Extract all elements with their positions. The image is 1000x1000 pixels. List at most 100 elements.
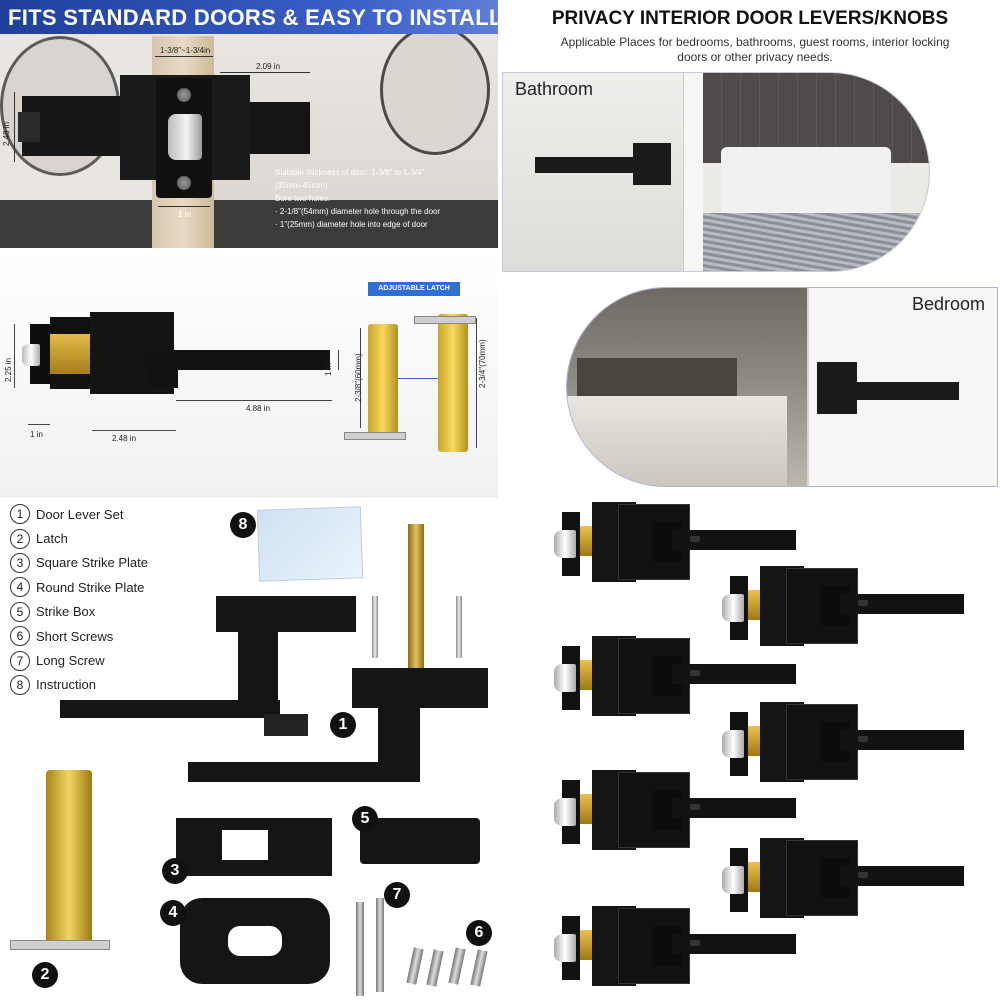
part-label: Strike Box xyxy=(36,604,96,620)
spec-line: (35mm-45mm) xyxy=(275,181,328,190)
backset-short-label: 2-3/8"(60mm) xyxy=(354,353,363,402)
spec-line: Suitable thickness of door: 1-3/8" to 1-… xyxy=(275,168,425,177)
lever-arm xyxy=(840,594,964,614)
lever-arm xyxy=(840,730,964,750)
part-label: Long Screw xyxy=(36,653,105,669)
short-screw xyxy=(470,949,488,987)
mounting-pin xyxy=(372,596,378,658)
rose-height-label: 2.48 in xyxy=(2,121,11,146)
dimension-line xyxy=(28,424,50,425)
multipack-panel xyxy=(540,498,1000,1000)
lever-length-label: 2.09 in xyxy=(256,62,281,71)
long-screw xyxy=(376,898,384,992)
lever-set xyxy=(554,502,802,588)
callout-2: 2 xyxy=(32,962,58,988)
short-screw xyxy=(426,949,444,987)
privacy-turn xyxy=(690,804,700,810)
spindle xyxy=(408,524,424,684)
part-label: Round Strike Plate xyxy=(36,579,145,595)
strike-box xyxy=(360,818,480,864)
lever-arm xyxy=(672,530,796,550)
knob-rose xyxy=(22,96,132,156)
lever-set xyxy=(554,770,802,856)
dimension-line xyxy=(476,318,477,448)
dimension-line xyxy=(92,430,176,431)
plate-label: 1 in xyxy=(30,430,43,439)
bedroom-label: Bedroom xyxy=(911,294,985,314)
lever-set xyxy=(554,636,802,722)
door-lever xyxy=(829,382,959,400)
bathroom-label: Bathroom xyxy=(515,79,594,99)
part-number: 3 xyxy=(10,552,30,573)
lever-rose xyxy=(817,362,857,414)
floor-mat xyxy=(703,213,929,271)
adjust-arrow-icon xyxy=(398,378,438,379)
privacy-turn xyxy=(690,940,700,946)
latch-bolt xyxy=(722,866,744,894)
list-item: 7 Long Screw xyxy=(10,648,148,672)
latch-body xyxy=(46,334,96,374)
mounting-pin xyxy=(456,596,462,658)
callout-5: 5 xyxy=(352,806,378,832)
part-number: 4 xyxy=(10,577,30,598)
lever-arm xyxy=(840,866,964,886)
instruction-sheet xyxy=(256,506,364,582)
part-label: Instruction xyxy=(36,677,96,693)
callout-3: 3 xyxy=(162,858,188,884)
panel-title: FITS STANDARD DOORS & EASY TO INSTALL xyxy=(8,5,498,30)
round-mirror xyxy=(380,25,490,155)
lever-length-label: 4.88 in xyxy=(246,404,271,413)
headboard xyxy=(577,358,737,398)
bedroom-scene: Bedroom xyxy=(566,287,998,487)
privacy-panel: PRIVACY INTERIOR DOOR LEVERS/KNOBS Appli… xyxy=(500,0,1000,275)
bathroom-scene: Bathroom xyxy=(502,72,930,272)
short-screw xyxy=(448,947,466,985)
lever-stem xyxy=(238,630,278,708)
lever-arm xyxy=(60,700,280,718)
bathtub xyxy=(721,147,891,217)
dimension-line xyxy=(220,72,310,73)
screw-icon xyxy=(177,176,191,190)
install-specs: Suitable thickness of door: 1-3/8" to 1-… xyxy=(275,166,495,231)
lever-set xyxy=(554,906,802,992)
latch-short xyxy=(368,324,398,434)
height-label: 2.25 in xyxy=(4,357,13,382)
privacy-turn xyxy=(858,600,868,606)
dimension-line xyxy=(360,328,361,428)
latch-bolt xyxy=(554,934,576,962)
lever-set xyxy=(722,566,970,652)
part-label: Short Screws xyxy=(36,628,114,644)
door-lever xyxy=(535,157,645,173)
privacy-turn xyxy=(690,536,700,542)
part-number: 7 xyxy=(10,650,30,671)
vanity-counter xyxy=(0,200,498,248)
lever-arm xyxy=(672,664,796,684)
dimension-line xyxy=(14,92,15,162)
rose-plate xyxy=(352,668,488,708)
latch-plate xyxy=(10,940,110,950)
privacy-turn xyxy=(690,670,700,676)
part-number: 5 xyxy=(10,601,30,622)
rose-width-label: 2.48 in xyxy=(112,434,137,443)
fit-panel: FITS STANDARD DOORS & EASY TO INSTALL 1-… xyxy=(0,0,498,248)
part-number: 8 xyxy=(10,674,30,695)
lever-arm xyxy=(672,798,796,818)
spec-line: Bore two holes: xyxy=(275,194,331,203)
callout-8: 8 xyxy=(230,512,256,538)
turn-knob xyxy=(18,112,40,142)
latch-bolt xyxy=(554,798,576,826)
lever-set xyxy=(722,702,970,788)
short-screw xyxy=(406,947,424,985)
strike-opening xyxy=(222,830,268,860)
part-label: Latch xyxy=(36,531,68,547)
list-item: 8 Instruction xyxy=(10,673,148,697)
dimension-line xyxy=(176,400,332,401)
list-item: 4 Round Strike Plate xyxy=(10,575,148,599)
latch-bolt xyxy=(554,664,576,692)
lever-height-label: 1 in xyxy=(324,363,333,376)
